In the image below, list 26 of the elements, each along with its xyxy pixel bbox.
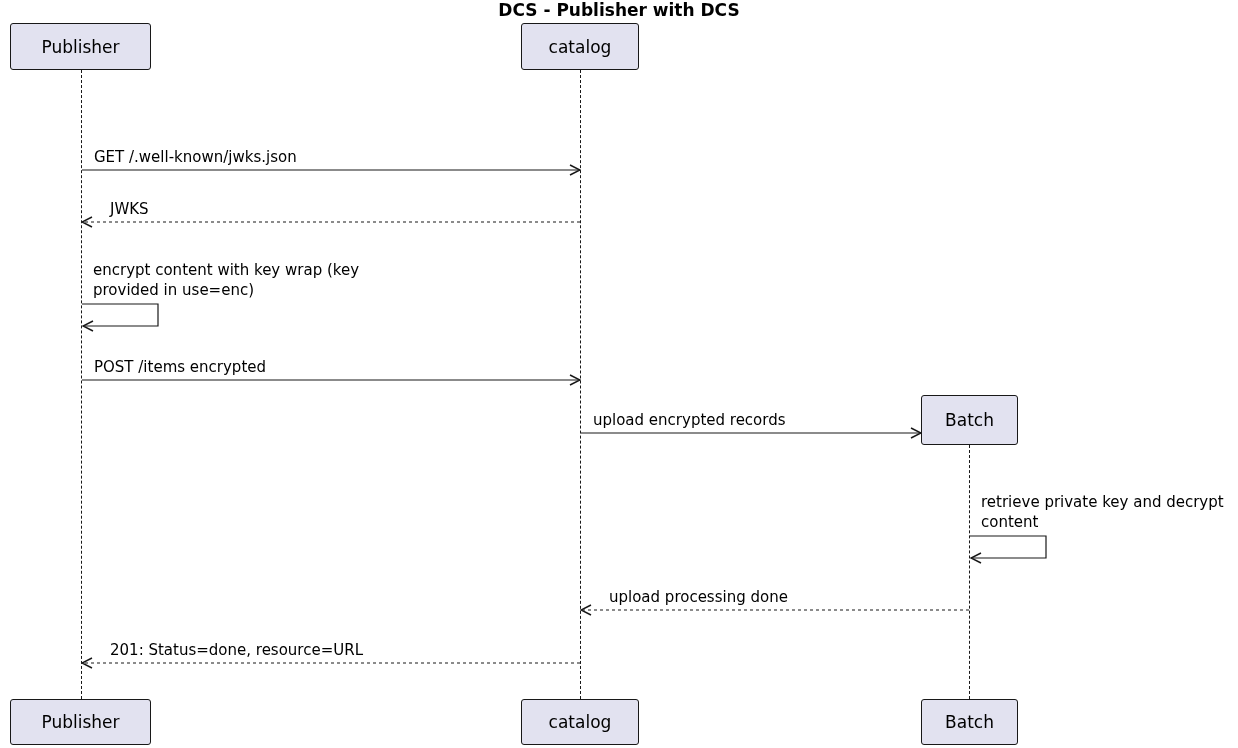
message-arrow (969, 535, 1047, 564)
edge-label: POST /items encrypted (94, 357, 266, 377)
edge-label: JWKS (110, 199, 149, 219)
edge-label: GET /.well-known/jwks.json (94, 147, 297, 167)
diagram-title: DCS - Publisher with DCS (497, 0, 741, 21)
lifeline (81, 70, 82, 699)
message-arrow (81, 303, 159, 332)
participant-box: Batch (921, 395, 1018, 445)
message-arrow (81, 374, 581, 386)
message-arrow (580, 427, 922, 439)
participant-box: Publisher (10, 23, 151, 70)
return-arrow (580, 604, 970, 616)
lifeline (580, 70, 581, 699)
participant-box: catalog (521, 23, 639, 70)
return-arrow (81, 216, 581, 228)
edge-label: 201: Status=done, resource=URL (110, 640, 363, 660)
edge-label: upload encrypted records (593, 410, 786, 430)
edge-label: encrypt content with key wrap (key provided in use=enc) (93, 261, 361, 300)
participant-box: Batch (921, 699, 1018, 745)
edge-label: upload processing done (609, 587, 788, 607)
participant-box: catalog (521, 699, 639, 745)
lifeline (969, 445, 970, 699)
edge-label: retrieve private key and decrypt content (981, 493, 1225, 532)
participant-box: Publisher (10, 699, 151, 745)
return-arrow (81, 657, 581, 669)
message-arrow (81, 164, 581, 176)
